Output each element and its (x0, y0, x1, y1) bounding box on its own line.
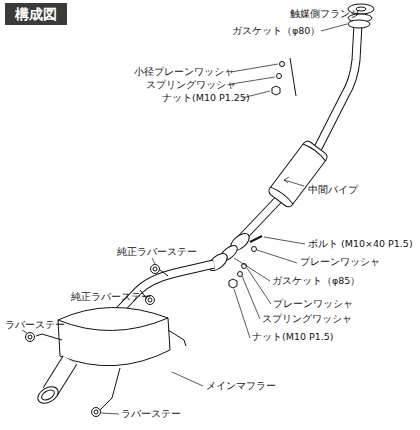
part-label: プレーンワッシャ (273, 298, 353, 309)
part-label: 純正ラバーステー (71, 291, 151, 302)
part-label: ラバーステー (5, 319, 65, 330)
part-label: スプリングワッシャ (262, 313, 352, 324)
part-label: スプリングワッシャ (146, 79, 236, 90)
part-label: ボルト (M10×40 P1.5) (308, 238, 413, 249)
part-label: 触媒側フランジ (290, 8, 360, 19)
part-label: メインマフラー (206, 380, 276, 391)
part-label: ナット(M10 P1.5) (252, 331, 334, 342)
part-label: 中間パイプ (308, 184, 358, 195)
title-box: 構成図 (5, 3, 67, 25)
part-label: ラバーステー (121, 408, 181, 419)
part-label: 純正ラバーステー (117, 246, 197, 257)
part-label: ガスケット（φ80） (232, 25, 320, 36)
part-label: ナット(M10 P1.25) (162, 92, 250, 103)
part-label: プレーンワッシャ (300, 256, 380, 267)
part-label: 小径プレーンワッシャ (134, 66, 234, 77)
part-label: ガスケット（φ85） (272, 275, 360, 286)
